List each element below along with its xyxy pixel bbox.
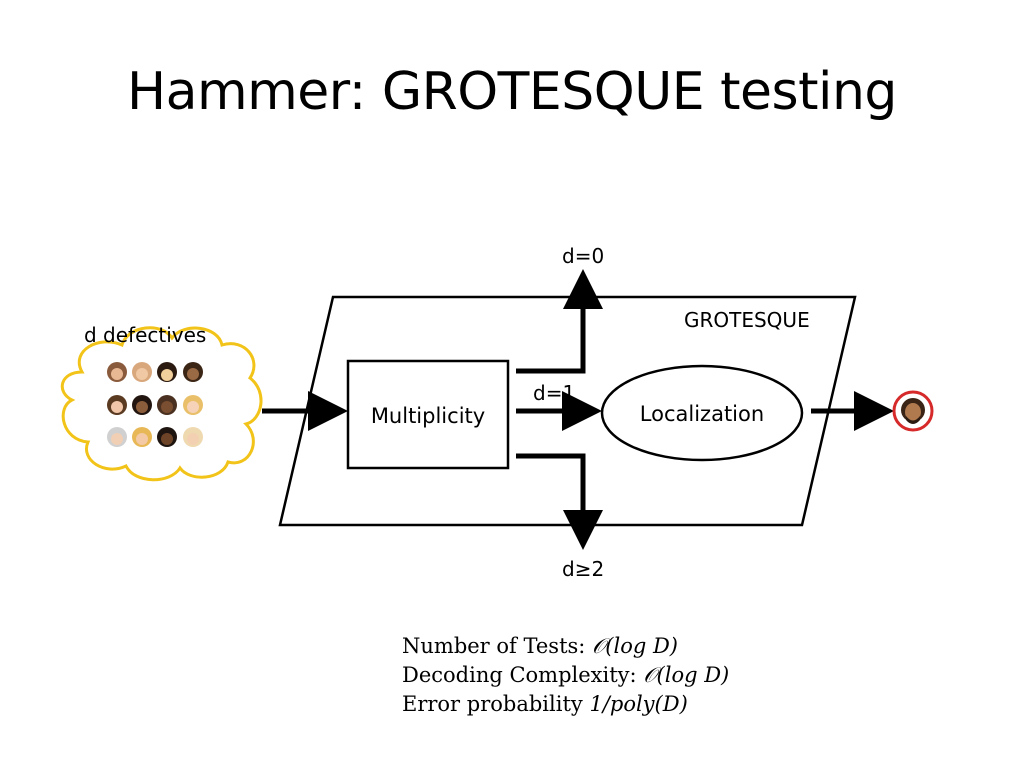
input-label: d defectives (84, 323, 206, 347)
error-value: 1/poly(D) (589, 692, 688, 716)
tests-row: Number of Tests: 𝒪(log D) (402, 632, 729, 661)
multiplicity-box (346, 359, 510, 470)
branch-mid-label: d=1 (533, 381, 575, 405)
defectives-cloud (60, 326, 263, 482)
block-label: GROTESQUE (684, 308, 810, 332)
decoding-row: Decoding Complexity: 𝒪(log D) (402, 661, 729, 690)
branch-bottom-label: d≥2 (562, 557, 604, 581)
localization-ellipse (600, 364, 804, 462)
branch-top-label: d=0 (562, 244, 604, 268)
error-row: Error probability 1/poly(D) (402, 690, 729, 719)
face-icon-group (107, 362, 203, 447)
results-block: Number of Tests: 𝒪(log D) Decoding Compl… (402, 632, 729, 719)
decoding-label: Decoding Complexity: (402, 663, 637, 687)
grotesque-block (278, 295, 857, 527)
error-label: Error probability (402, 692, 583, 716)
slide-title: Hammer: GROTESQUE testing (127, 62, 897, 122)
localization-label: Localization (640, 402, 764, 426)
output-face-icon (892, 390, 934, 432)
tests-label: Number of Tests: (402, 634, 586, 658)
tests-value: 𝒪(log D) (592, 634, 678, 658)
branch-bottom-path (516, 453, 603, 550)
decoding-value: 𝒪(log D) (643, 663, 730, 687)
branch-top-path (516, 269, 603, 374)
multiplicity-label: Multiplicity (371, 404, 485, 428)
